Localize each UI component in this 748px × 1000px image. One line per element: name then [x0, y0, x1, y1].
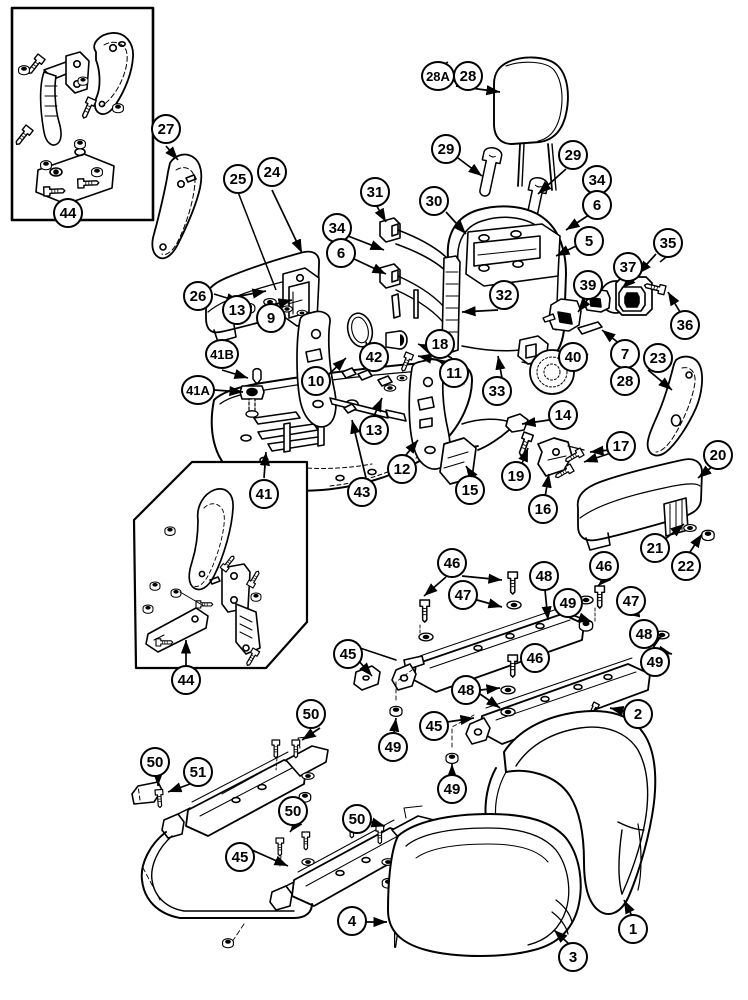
callout-20[interactable]: 20 [703, 440, 733, 470]
callout-26[interactable]: 26 [183, 281, 213, 311]
callout-45-c[interactable]: 45 [225, 842, 255, 872]
callout-47-a[interactable]: 47 [448, 580, 478, 610]
callout-9[interactable]: 9 [256, 303, 286, 333]
callout-17[interactable]: 17 [606, 431, 636, 461]
callout-28-headrest[interactable]: 28 [453, 61, 483, 91]
callout-35[interactable]: 35 [653, 228, 683, 258]
callout-46-a[interactable]: 46 [437, 548, 467, 578]
callout-50-c[interactable]: 50 [278, 796, 308, 826]
callout-49-c[interactable]: 49 [378, 732, 408, 762]
callout-47-b[interactable]: 47 [616, 586, 646, 616]
callout-46-c[interactable]: 46 [520, 643, 550, 673]
callout-28-lower[interactable]: 28 [610, 366, 640, 396]
callout-31[interactable]: 31 [360, 177, 390, 207]
callout-49-b[interactable]: 49 [640, 647, 670, 677]
callout-32[interactable]: 32 [489, 280, 519, 310]
callout-6-right[interactable]: 6 [582, 190, 612, 220]
callout-29-right[interactable]: 29 [558, 140, 588, 170]
callout-21[interactable]: 21 [640, 533, 670, 563]
callout-13-left[interactable]: 13 [222, 295, 252, 325]
callout-48-a[interactable]: 48 [529, 561, 559, 591]
callout-49-a[interactable]: 49 [553, 588, 583, 618]
callout-33[interactable]: 33 [482, 376, 512, 406]
callout-24[interactable]: 24 [257, 157, 287, 187]
callout-18[interactable]: 18 [425, 329, 455, 359]
callout-43[interactable]: 43 [347, 477, 377, 507]
callout-30[interactable]: 30 [419, 186, 449, 216]
callout-39[interactable]: 39 [573, 270, 603, 300]
callout-7[interactable]: 7 [610, 339, 640, 369]
callout-48-b[interactable]: 48 [629, 619, 659, 649]
callout-3[interactable]: 3 [558, 942, 588, 972]
callout-28A[interactable]: 28A [421, 61, 455, 91]
callout-51[interactable]: 51 [183, 757, 213, 787]
callout-2[interactable]: 2 [623, 699, 653, 729]
callout-19[interactable]: 19 [501, 461, 531, 491]
callout-49-d[interactable]: 49 [437, 774, 467, 804]
callout-1[interactable]: 1 [618, 914, 648, 944]
callout-15[interactable]: 15 [455, 475, 485, 505]
callout-41A[interactable]: 41A [181, 375, 215, 405]
callout-5[interactable]: 5 [574, 226, 604, 256]
callout-44-top[interactable]: 44 [53, 198, 83, 228]
callout-50-b[interactable]: 50 [140, 747, 170, 777]
callout-46-b[interactable]: 46 [589, 551, 619, 581]
callout-6-left[interactable]: 6 [326, 238, 356, 268]
callout-4[interactable]: 4 [337, 906, 367, 936]
callout-37[interactable]: 37 [613, 252, 643, 282]
callout-44-bottom[interactable]: 44 [171, 665, 201, 695]
callout-36[interactable]: 36 [670, 310, 700, 340]
callout-23[interactable]: 23 [643, 343, 673, 373]
callout-42[interactable]: 42 [359, 342, 389, 372]
callout-11[interactable]: 11 [439, 358, 469, 388]
callout-40[interactable]: 40 [558, 342, 588, 372]
callout-22[interactable]: 22 [671, 551, 701, 581]
callout-48-c[interactable]: 48 [451, 675, 481, 705]
callout-27[interactable]: 27 [151, 114, 181, 144]
callout-10[interactable]: 10 [301, 366, 331, 396]
callout-45-b[interactable]: 45 [419, 711, 449, 741]
callout-50-a[interactable]: 50 [296, 699, 326, 729]
callout-25[interactable]: 25 [223, 164, 253, 194]
callout-14[interactable]: 14 [548, 400, 578, 430]
callout-41[interactable]: 41 [249, 479, 279, 509]
callout-50-d[interactable]: 50 [342, 804, 372, 834]
callout-29-left[interactable]: 29 [431, 134, 461, 164]
callout-41B[interactable]: 41B [205, 339, 239, 369]
callout-12[interactable]: 12 [387, 454, 417, 484]
callout-16[interactable]: 16 [528, 494, 558, 524]
callout-13-mid[interactable]: 13 [359, 415, 389, 445]
callout-45-a[interactable]: 45 [333, 639, 363, 669]
